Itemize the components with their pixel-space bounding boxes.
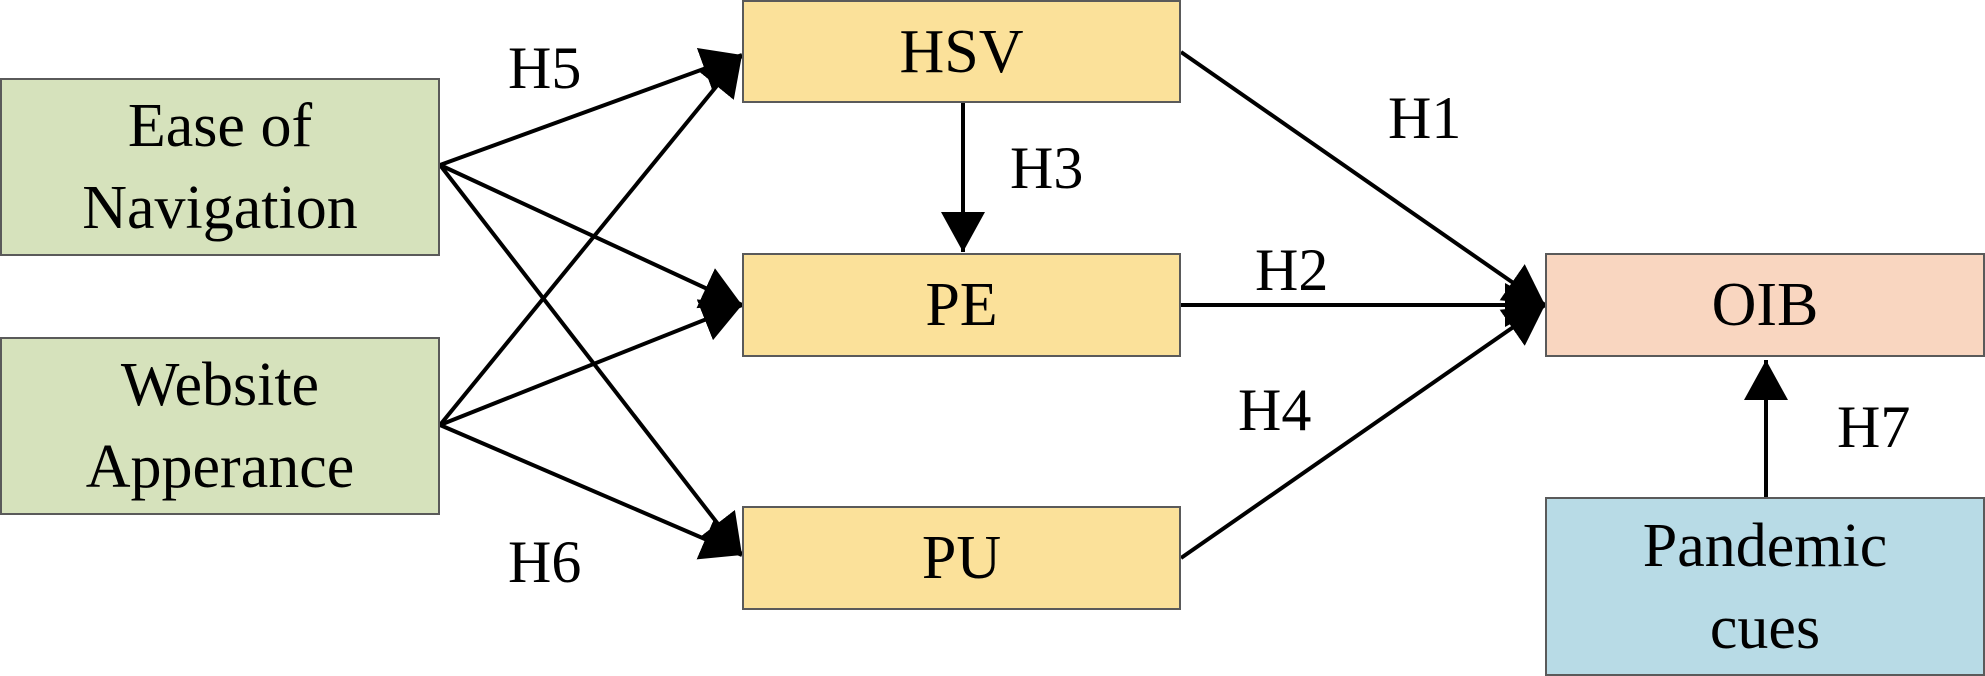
node-pu: PU [742, 506, 1181, 610]
hypothesis-label-h4: H4 [1238, 377, 1312, 443]
arrow-appearance-to-pu [439, 423, 743, 560]
node-website-appearance-line-1: Website [120, 351, 320, 419]
hypothesis-label-h6: H6 [508, 529, 582, 595]
node-pandemic-cues-line-1: Pandemic [1642, 511, 1888, 580]
hypothesis-label-h5: H5 [508, 35, 582, 101]
arrow-appearance-to-hsv [438, 53, 744, 427]
arrow-navigation-to-pe [439, 163, 743, 309]
arrow-navigation-to-hsv [439, 48, 743, 167]
hypothesis-label-h7: H7 [1837, 394, 1911, 460]
arrow-hsv-to-oib [1179, 50, 1547, 307]
hypothesis-label-h1: H1 [1388, 85, 1462, 151]
hypothesis-label-h2: H2 [1255, 237, 1329, 303]
arrow-navigation-to-pu [438, 163, 744, 557]
node-oib: OIB [1545, 253, 1985, 357]
node-ease-of-navigation: Ease of Navigation [0, 78, 440, 256]
node-pe: PE [742, 253, 1181, 357]
node-pe-label: PE [925, 271, 998, 339]
node-hsv: HSV [742, 0, 1181, 103]
node-pu-label: PU [921, 524, 1002, 592]
node-pandemic-cues-line-2: cues [1709, 593, 1821, 662]
node-ease-of-navigation-line-2: Navigation [82, 174, 358, 242]
node-website-appearance-line-2: Apperance [85, 433, 355, 501]
hypothesis-label-h3: H3 [1010, 135, 1084, 201]
node-pandemic-cues: Pandemic cues [1545, 497, 1985, 676]
arrow-appearance-to-pe [439, 299, 743, 427]
node-oib-label: OIB [1711, 271, 1819, 339]
node-website-appearance: Website Apperance [0, 337, 440, 515]
node-ease-of-navigation-line-1: Ease of [127, 92, 313, 160]
arrow-pu-to-oib [1179, 303, 1547, 560]
node-hsv-label: HSV [899, 17, 1024, 86]
